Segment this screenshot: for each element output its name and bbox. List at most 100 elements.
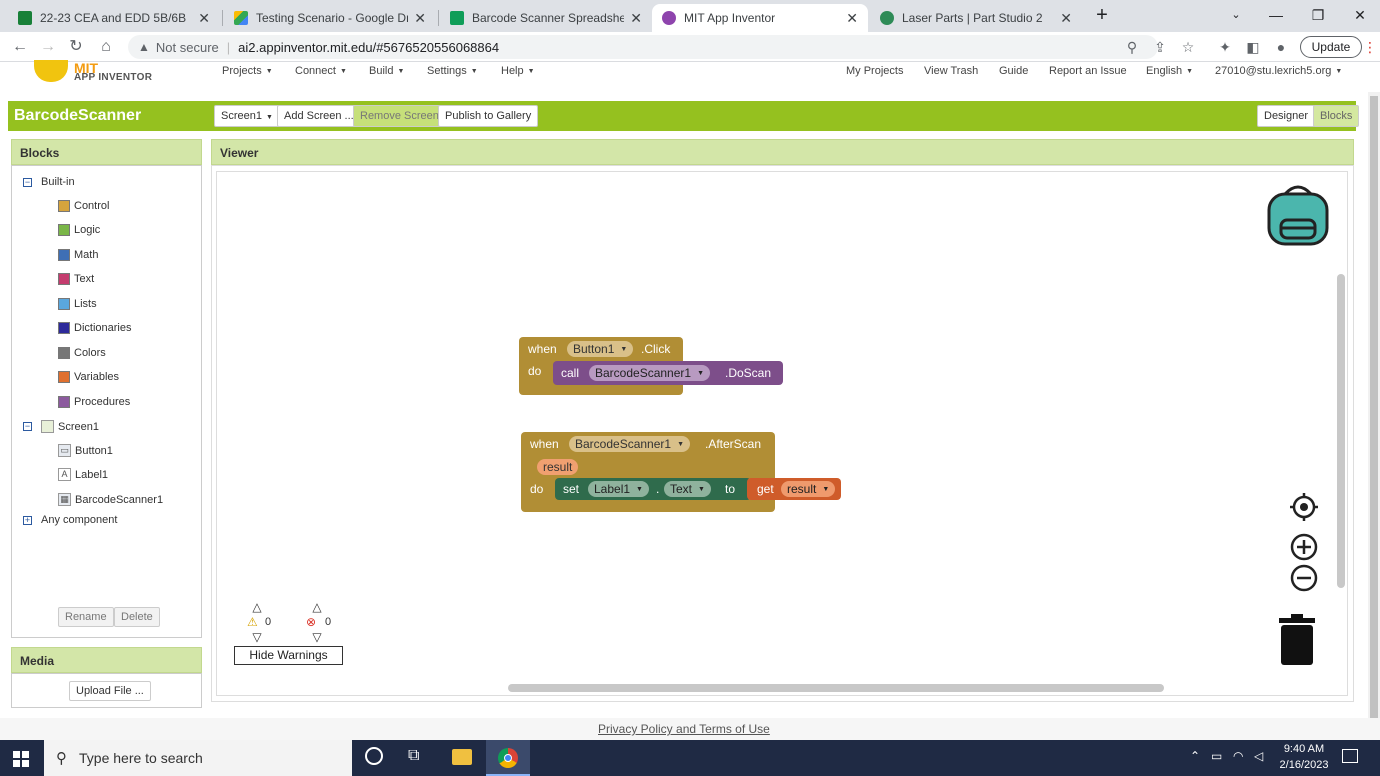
tab-search-icon[interactable]: ⌄ [1231,9,1241,21]
next-warning-arrow-icon[interactable]: ▽ [252,630,262,644]
rename-button[interactable]: Rename [58,607,114,627]
browser-tab[interactable]: 22-23 CEA and EDD 5B/6B ✕ [8,4,220,32]
target-dropdown[interactable]: BarcodeScanner1▼ [589,365,711,381]
windows-start-icon[interactable] [13,751,29,767]
maximize-button[interactable]: ❐ [1311,7,1325,23]
close-icon[interactable]: ✕ [630,9,642,26]
volume-icon[interactable]: ◁ [1254,749,1264,763]
address-bar[interactable]: ▲ Not secure | ai2.appinventor.mit.edu/#… [128,35,1158,59]
horizontal-scrollbar[interactable] [508,684,1164,692]
link-view-trash[interactable]: View Trash [924,65,979,77]
battery-icon[interactable]: ▭ [1211,749,1223,763]
vertical-scrollbar[interactable] [1337,274,1345,588]
call-block-doscan[interactable]: call BarcodeScanner1▼ .DoScan [553,361,783,385]
url-text[interactable]: ai2.appinventor.mit.edu/#567652055606886… [238,39,500,55]
zoom-in-icon[interactable] [1289,532,1319,562]
tree-screen1[interactable]: − Screen1 [23,420,99,433]
var-dropdown[interactable]: result▼ [781,481,836,497]
side-panel-icon[interactable]: ◧ [1246,39,1260,55]
component-button1[interactable]: ▭Button1 [58,444,113,457]
menu-kebab-icon[interactable]: ⋮ [1363,39,1377,55]
menu-help[interactable]: Help▼ [501,65,535,77]
drawer-colors[interactable]: Colors [58,347,106,359]
clock-date[interactable]: 2/16/2023 [1279,759,1329,771]
share-icon[interactable]: ⇪ [1154,39,1166,55]
menu-connect[interactable]: Connect▼ [295,65,347,77]
upload-file-button[interactable]: Upload File ... [69,681,151,701]
notifications-icon[interactable] [1342,749,1358,763]
taskbar-search[interactable]: ⚲ Type here to search [44,740,352,776]
reload-icon[interactable]: ↻ [69,38,83,55]
menu-build[interactable]: Build▼ [369,65,405,77]
browser-tab[interactable]: Testing Scenario - Google Drive ✕ [224,4,436,32]
link-report-issue[interactable]: Report an Issue [1049,65,1127,77]
hide-warnings-button[interactable]: Hide Warnings [234,646,343,665]
component-barcodescanner1[interactable]: ▦BarcodeScanner1 [58,493,163,506]
new-tab-button[interactable]: + [1096,4,1108,26]
component-dropdown[interactable]: Button1▼ [567,341,634,357]
account-menu[interactable]: 27010@stu.lexrich5.org▼ [1215,65,1343,77]
tree-any-component[interactable]: +Any component [23,514,118,526]
privacy-link[interactable]: Privacy Policy and Terms of Use [598,722,770,736]
file-explorer-icon[interactable] [452,749,472,765]
tree-builtin[interactable]: −Built-in [23,176,75,188]
menu-settings[interactable]: Settings▼ [427,65,478,77]
next-error-arrow-icon[interactable]: ▽ [312,630,322,644]
prev-warning-arrow-icon[interactable]: △ [252,600,262,614]
drawer-variables[interactable]: Variables [58,371,119,383]
drawer-text[interactable]: Text [58,273,94,285]
blocks-button[interactable]: Blocks [1313,105,1360,127]
back-icon[interactable]: ← [12,38,28,55]
component-dropdown[interactable]: BarcodeScanner1▼ [569,436,691,452]
drawer-dictionaries[interactable]: Dictionaries [58,322,131,334]
update-button[interactable]: Update [1300,36,1362,58]
add-screen-button[interactable]: Add Screen ... [277,105,361,127]
link-guide[interactable]: Guide [999,65,1029,77]
extensions-icon[interactable]: ✦ [1219,39,1231,55]
cortana-icon[interactable] [365,747,383,765]
drawer-math[interactable]: Math [58,249,98,261]
forward-icon[interactable]: → [40,38,56,55]
zoom-out-icon[interactable] [1289,563,1319,593]
set-block-label-text[interactable]: set Label1▼ . Text▼ to [555,478,751,500]
drawer-control[interactable]: Control [58,200,109,212]
collapse-icon[interactable]: − [23,176,32,187]
delete-button[interactable]: Delete [114,607,160,627]
menu-projects[interactable]: Projects▼ [222,65,273,77]
page-scrollbar-thumb[interactable] [1370,96,1378,722]
event-block-button-click[interactable]: when Button1▼ .Click do [519,337,683,395]
clock-time[interactable]: 9:40 AM [1283,743,1325,755]
prev-error-arrow-icon[interactable]: △ [312,600,322,614]
get-block-result[interactable]: get result▼ [747,478,841,500]
link-my-projects[interactable]: My Projects [846,65,904,77]
zoom-icon[interactable]: ⚲ [1126,39,1138,55]
app-inventor-logo[interactable]: MIT APP INVENTOR [34,60,174,88]
chrome-taskbar-button[interactable] [486,740,530,776]
expand-icon[interactable]: + [23,514,32,525]
language-menu[interactable]: English▼ [1146,65,1194,77]
minimize-button[interactable]: — [1269,7,1283,23]
wifi-icon[interactable]: ◠ [1233,749,1244,763]
drawer-procedures[interactable]: Procedures [58,396,130,408]
browser-tab-active[interactable]: MIT App Inventor ✕ [652,4,868,32]
close-icon[interactable]: ✕ [198,9,210,26]
browser-tab[interactable]: Barcode Scanner Spreadsheet - G ✕ [440,4,652,32]
publish-gallery-button[interactable]: Publish to Gallery [438,105,539,127]
show-hidden-icons[interactable]: ⌃ [1190,749,1201,763]
browser-tab[interactable]: Laser Parts | Part Studio 2 ✕ [870,4,1082,32]
designer-button[interactable]: Designer [1257,105,1316,127]
profile-avatar-icon[interactable]: ● [1276,39,1286,55]
blocks-workspace[interactable]: when Button1▼ .Click do call BarcodeScan… [216,171,1348,696]
recenter-icon[interactable] [1289,492,1319,522]
bookmark-star-icon[interactable]: ☆ [1181,39,1195,55]
backpack-icon[interactable] [1267,182,1329,246]
drawer-lists[interactable]: Lists [58,298,97,310]
close-window-button[interactable]: ✕ [1354,7,1366,23]
close-icon[interactable]: ✕ [414,9,426,26]
screen-select[interactable]: Screen1▼ [214,105,280,127]
remove-screen-button[interactable]: Remove Screen [353,105,446,127]
event-block-afterscan[interactable]: when BarcodeScanner1▼ .AfterScan result … [521,432,775,512]
trash-icon[interactable] [1277,614,1317,666]
drawer-logic[interactable]: Logic [58,224,100,236]
